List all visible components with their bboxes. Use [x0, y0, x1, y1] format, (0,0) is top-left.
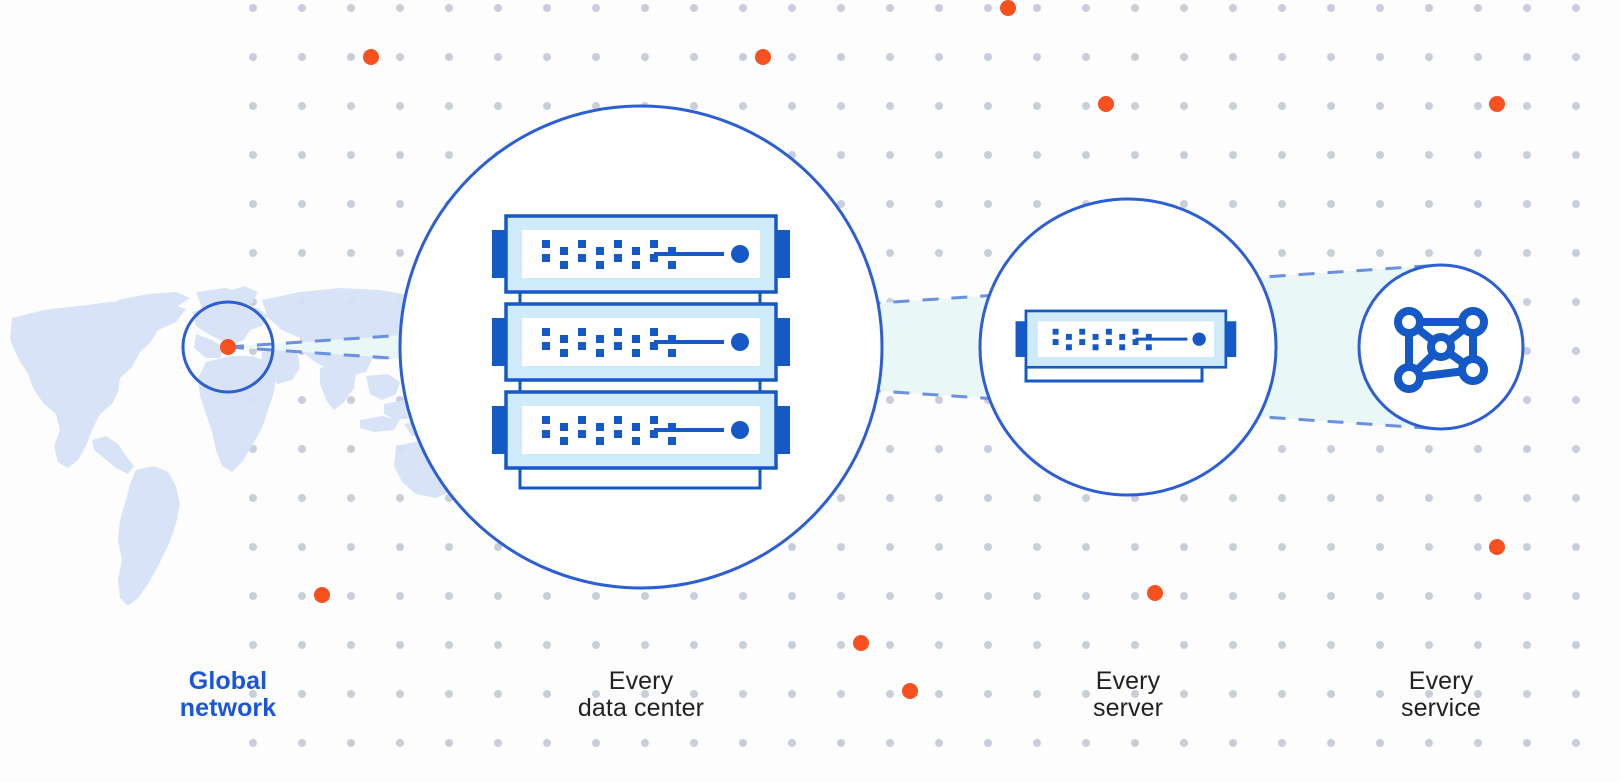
orange-dot — [1489, 539, 1505, 555]
orange-dot — [363, 49, 379, 65]
orange-dot — [1000, 0, 1016, 16]
single-server-unit-drawn — [1015, 309, 1237, 369]
orange-dot — [1098, 96, 1114, 112]
europe-location-marker — [220, 339, 236, 355]
orange-dot — [902, 683, 918, 699]
orange-dot — [853, 635, 869, 651]
orange-dot — [314, 587, 330, 603]
mesh-nodes — [1394, 307, 1488, 393]
global-network-circle — [181, 300, 275, 394]
orange-dot — [1489, 96, 1505, 112]
orange-dots — [314, 0, 1505, 699]
orange-dot — [755, 49, 771, 65]
orange-dot — [1147, 585, 1163, 601]
